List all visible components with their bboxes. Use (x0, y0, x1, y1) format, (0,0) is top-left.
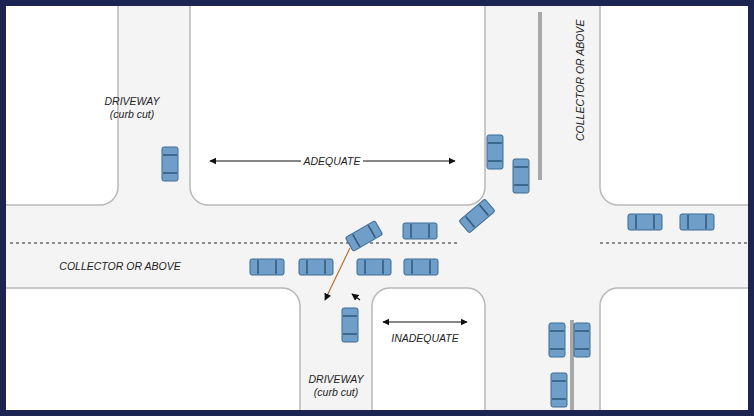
dimension-label: ADEQUATE (301, 155, 364, 168)
street-label: COLLECTOR OR ABOVE (59, 260, 180, 273)
dimension-label: INADEQUATE (391, 332, 458, 345)
street-label: COLLECTOR OR ABOVE (575, 19, 588, 140)
driveway-label: DRIVEWAY (curb cut) (97, 95, 167, 120)
driveway-label: DRIVEWAY (curb cut) (301, 373, 371, 398)
